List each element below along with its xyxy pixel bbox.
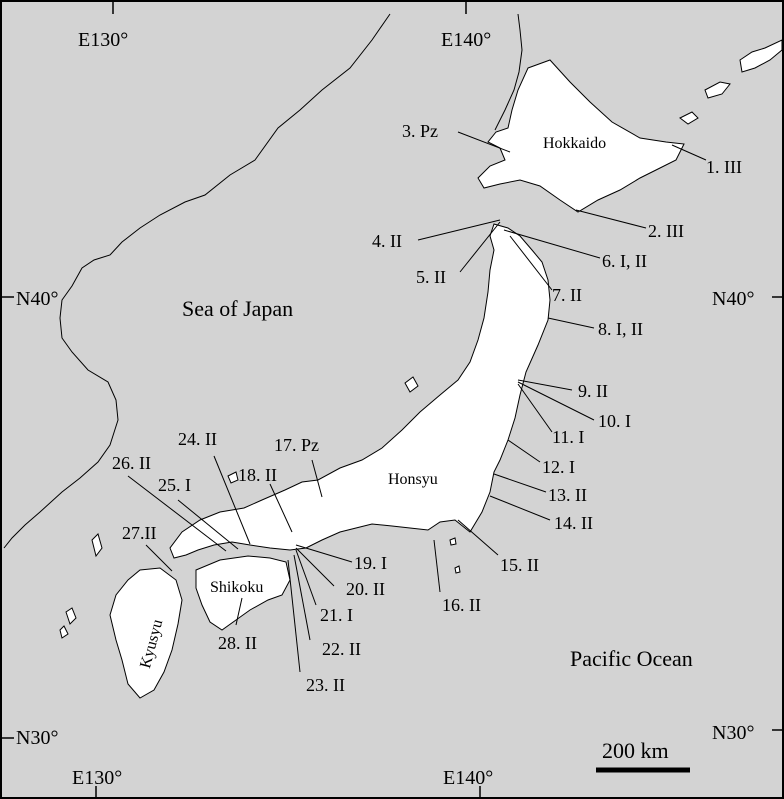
tsushima-island [91, 533, 103, 558]
kuril-islands [679, 39, 783, 125]
site-label-12: 12. I [542, 457, 575, 477]
sakhalin-coastline [494, 13, 523, 131]
site-label-1: 1. III [706, 157, 742, 177]
region-pacific-ocean: Pacific Ocean [570, 646, 693, 671]
region-sea-of-japan: Sea of Japan [182, 296, 294, 321]
coord-bottom-e130: E130° [72, 767, 123, 789]
site-label-23: 23. II [306, 675, 345, 695]
site-label-8: 8. I, II [598, 319, 643, 339]
kyushu-island [109, 567, 183, 699]
coord-top-e130: E130° [78, 29, 129, 51]
coord-top-e140: E140° [441, 29, 492, 51]
site-label-22: 22. II [322, 639, 361, 659]
site-label-16: 16. II [442, 595, 481, 615]
shikoku-island [195, 555, 291, 631]
hokkaido-island [477, 59, 685, 213]
site-label-3: 3. Pz [402, 121, 438, 141]
scale-bar-label: 200 km [602, 738, 669, 763]
coord-bottom-e140: E140° [443, 767, 494, 789]
coord-left-n30: N30° [16, 727, 59, 749]
sado-island [404, 376, 419, 393]
region-honsyu: Honsyu [388, 471, 438, 488]
site-label-26: 26. II [112, 453, 151, 473]
region-shikoku: Shikoku [210, 579, 264, 596]
coord-right-n30: N30° [712, 722, 755, 744]
site-label-24: 24. II [178, 429, 217, 449]
site-label-21: 21. I [320, 605, 353, 625]
izu-islands [449, 537, 461, 574]
site-label-2: 2. III [648, 221, 684, 241]
site-label-20: 20. II [346, 579, 385, 599]
honshu-island [169, 223, 551, 559]
mainland-coastline [3, 13, 391, 549]
site-label-28: 28. II [218, 633, 257, 653]
site-label-6: 6. I, II [602, 251, 647, 271]
site-label-27: 27.II [122, 523, 157, 543]
site-label-19: 19. I [354, 553, 387, 573]
coord-left-n40: N40° [16, 288, 59, 310]
site-leader-lines [127, 131, 707, 673]
site-label-17: 17. Pz [274, 435, 319, 455]
region-hokkaido: Hokkaido [543, 135, 607, 152]
site-label-7: 7. II [552, 285, 582, 305]
coord-right-n40: N40° [712, 288, 755, 310]
site-label-5: 5. II [416, 267, 446, 287]
site-label-13: 13. II [548, 485, 587, 505]
site-label-25: 25. I [158, 475, 191, 495]
site-label-4: 4. II [372, 231, 402, 251]
oki-island [227, 471, 239, 484]
site-label-9: 9. II [578, 381, 608, 401]
site-label-18: 18. II [238, 465, 277, 485]
goto-islands [59, 607, 77, 639]
site-label-14: 14. II [554, 513, 593, 533]
site-label-10: 10. I [598, 411, 631, 431]
site-label-15: 15. II [500, 555, 539, 575]
site-label-11: 11. I [552, 427, 585, 447]
